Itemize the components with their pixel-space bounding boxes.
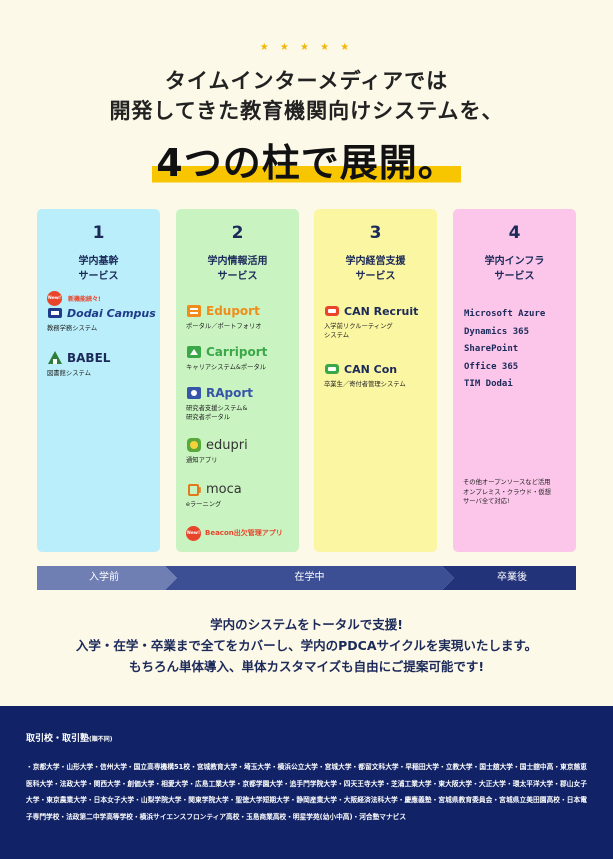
client-heading-note: (順不同) [89, 736, 113, 743]
dodai-campus-logo-icon [48, 308, 62, 318]
product-description: 卒業生／寄付者管理システム [324, 381, 406, 388]
pillar-title: 学内基幹 サービス [37, 254, 160, 284]
infra-item: Microsoft Azure [464, 309, 546, 319]
big-title-text: 4つの柱で展開。 [152, 132, 461, 187]
pillar-title-line-1: 学内情報活用 [207, 256, 268, 267]
big-title: 4つの柱で展開。 [0, 132, 613, 187]
support-line-1: 学内のシステムをトータルで支援! [210, 617, 403, 632]
edupri-logo-icon [187, 438, 201, 452]
product-description-line-1: 入学前リクルーティング [324, 323, 393, 330]
timeline-before: 入学前 [89, 572, 119, 583]
can-recruit-logo-icon [325, 306, 339, 316]
product-name: Eduport [206, 304, 260, 318]
infra-note-line-1: その他オープンソースなど活用 [463, 479, 551, 486]
timeline-during-segment [165, 566, 454, 590]
product-description-line-2: システム [324, 332, 349, 339]
pillar-title-line-1: 学内インフラ [484, 256, 545, 267]
pillar-title-line-1: 学内経営支援 [345, 256, 406, 267]
pillar-number: 4 [508, 223, 521, 243]
pillar-title-line-2: サービス [217, 271, 258, 282]
product-description: eラーニング [186, 501, 222, 508]
infra-list: Microsoft Azure Dynamics 365 SharePoint … [464, 306, 545, 394]
new-features-label: 新機能続々! [68, 295, 101, 303]
pillar-title-line-2: サービス [494, 271, 535, 282]
product-description: 教務学務システム [47, 325, 98, 332]
pillar-column-4: 4 学内インフラ サービス Microsoft Azure Dynamics 3… [453, 209, 576, 552]
product-description: 図書館システム [47, 370, 91, 377]
pillar-number: 1 [92, 223, 105, 243]
decorative-stars: ★ ★ ★ ★ ★ [259, 42, 354, 53]
client-heading-text: 取引校・取引塾 [26, 734, 90, 744]
product-name: CAN Con [344, 362, 398, 376]
product-name: Beacon出欠管理アプリ [205, 529, 283, 537]
client-list: ・京都大学・山形大学・信州大学・国立高専機構51校・宮城教育大学・埼玉大学・横浜… [26, 763, 587, 821]
product-beacon[interactable]: New! Beacon出欠管理アプリ [186, 524, 294, 542]
product-description: ポータル／ポートフォリオ [186, 323, 262, 330]
product-description-line-2: 研究者ポータル [186, 414, 231, 421]
babel-logo-icon [48, 351, 62, 364]
eduport-logo-icon [187, 305, 201, 317]
pillar-title-line-2: サービス [78, 271, 119, 282]
pillar-number: 2 [231, 223, 244, 243]
infra-note-line-2: オンプレミス・クラウド・仮想 [463, 488, 551, 496]
product-moca[interactable]: moca eラーニング [186, 480, 294, 509]
timeline-before-segment [37, 566, 177, 590]
pillar-title-line-2: サービス [355, 271, 396, 282]
product-name: Carriport [206, 345, 268, 359]
timeline-during: 在学中 [294, 572, 325, 583]
product-description-line-1: 研究者支援システム& [186, 405, 248, 412]
product-raport[interactable]: RAport 研究者支援システム& 研究者ポータル [186, 384, 294, 422]
product-eduport[interactable]: Eduport ポータル／ポートフォリオ [186, 302, 294, 331]
pillar-column-1: 1 学内基幹 サービス New! 新機能続々! Dodai Campus 教務学… [37, 209, 160, 552]
support-line-3: もちろん単体導入、単体カスタマイズも自由にご提案可能です! [128, 659, 485, 674]
product-name: RAport [206, 386, 254, 400]
product-edupri[interactable]: edupri 通知アプリ [186, 436, 294, 465]
product-name: CAN Recruit [344, 304, 419, 318]
infra-note-line-3: サーバ全て対応! [463, 498, 510, 505]
client-footer: 取引校・取引塾(順不同) ・京都大学・山形大学・信州大学・国立高専機構51校・宮… [0, 706, 613, 859]
pillar-number: 3 [369, 223, 382, 243]
timeline-after: 卒業後 [497, 572, 527, 583]
moca-logo-icon [188, 484, 201, 496]
product-can-con[interactable]: CAN Con 卒業生／寄付者管理システム [324, 360, 432, 389]
infra-item: Office 365 [464, 361, 519, 372]
timeline-after-segment [442, 566, 576, 590]
infra-item: Dynamics 365 [464, 326, 530, 337]
pillar-title: 学内インフラ サービス [453, 254, 576, 284]
product-description: キャリアシステム&ポータル [186, 364, 267, 371]
support-message: 学内のシステムをトータルで支援! 入学・在学・卒業まで全てをカバーし、学内のPD… [0, 614, 613, 677]
support-line-2: 入学・在学・卒業まで全てをカバーし、学内のPDCAサイクルを実現いたします。 [75, 638, 538, 653]
product-can-recruit[interactable]: CAN Recruit 入学前リクルーティング システム [324, 302, 432, 340]
raport-logo-icon [187, 387, 201, 399]
product-name: BABEL [67, 351, 111, 365]
client-heading: 取引校・取引塾(順不同) [26, 731, 587, 744]
headline: タイムインターメディアでは 開発してきた教育機関向けシステムを、 [0, 66, 613, 126]
infra-note: その他オープンソースなど活用 オンプレミス・クラウド・仮想 サーバ全て対応! [463, 478, 573, 507]
product-babel[interactable]: BABEL 図書館システム [47, 349, 155, 378]
beacon-new-badge-icon: New! [186, 525, 201, 541]
product-name: moca [206, 481, 242, 497]
pillar-title: 学内情報活用 サービス [176, 254, 299, 284]
product-carriport[interactable]: Carriport キャリアシステム&ポータル [186, 343, 294, 372]
product-name: Dodai Campus [67, 306, 156, 320]
product-name: edupri [206, 437, 248, 453]
infra-item: SharePoint [464, 344, 519, 354]
pillar-title: 学内経営支援 サービス [314, 254, 437, 284]
product-dodai-campus[interactable]: New! 新機能続々! Dodai Campus 教務学務システム [47, 290, 156, 333]
headline-line-2: 開発してきた教育機関向けシステムを、 [109, 99, 504, 123]
product-description: 通知アプリ [186, 457, 218, 464]
pillar-title-line-1: 学内基幹 [78, 256, 119, 267]
carriport-logo-icon [187, 346, 201, 358]
pillar-column-3: 3 学内経営支援 サービス CAN Recruit 入学前リクルーティング シス… [314, 209, 437, 552]
pillar-column-2: 2 学内情報活用 サービス Eduport ポータル／ポートフォリオ Carri… [176, 209, 299, 552]
can-con-logo-icon [325, 364, 339, 374]
student-lifecycle-timeline: 入学前 在学中 卒業後 [37, 566, 576, 590]
new-badge: New! [47, 290, 62, 306]
headline-line-1: タイムインターメディアでは [164, 69, 449, 93]
timeline-arrows [37, 566, 576, 590]
infra-item: TIM Dodai [464, 379, 513, 389]
